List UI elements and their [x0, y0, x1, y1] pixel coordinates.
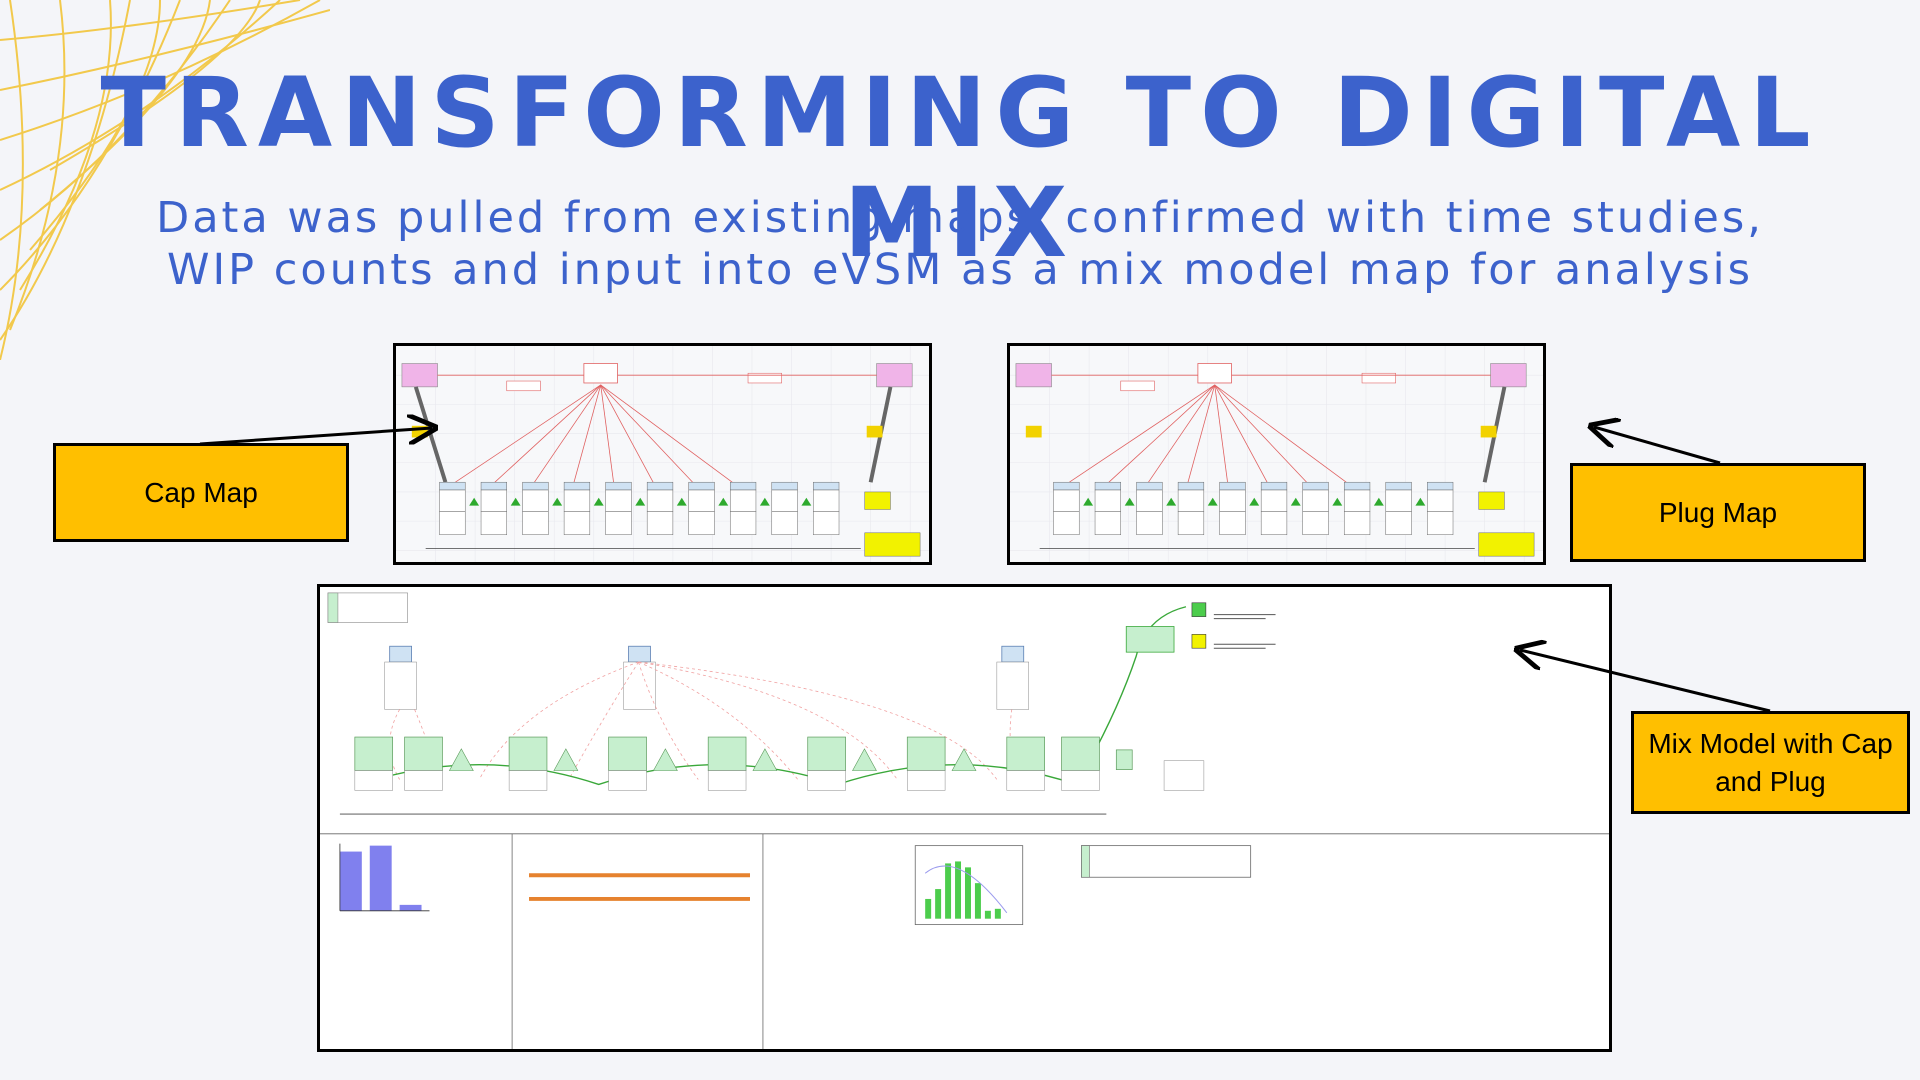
mix-model-image [317, 584, 1612, 1052]
cap-map-label: Cap Map [144, 476, 258, 508]
cap-map-thumbnail [396, 346, 929, 562]
plug-map-image [1007, 343, 1546, 565]
arrow-pointer-icon [1594, 427, 1721, 465]
plug-map-callout: Plug Map [1570, 463, 1866, 562]
plug-map-label: Plug Map [1658, 496, 1778, 528]
page-subtitle: Data was pulled from existing maps, conf… [0, 192, 1920, 296]
plug-map-thumbnail [1010, 346, 1543, 562]
mix-model-callout: Mix Model with Cap and Plug [1631, 711, 1910, 814]
mix-model-thumbnail [320, 587, 1609, 1049]
mix-model-label-line-1: Mix Model with Cap [1648, 727, 1893, 759]
cap-map-image [393, 343, 932, 565]
page-title: TRANSFORMING TO DIGITAL MIX [100, 57, 1820, 279]
decorative-grid-lines-icon [0, 0, 330, 360]
subtitle-line-1: Data was pulled from existing maps, conf… [156, 193, 1764, 243]
mix-model-label-line-2: and Plug [1715, 765, 1826, 797]
subtitle-line-2: WIP counts and input into eVSM as a mix … [166, 245, 1754, 295]
cap-map-callout: Cap Map [53, 443, 349, 542]
